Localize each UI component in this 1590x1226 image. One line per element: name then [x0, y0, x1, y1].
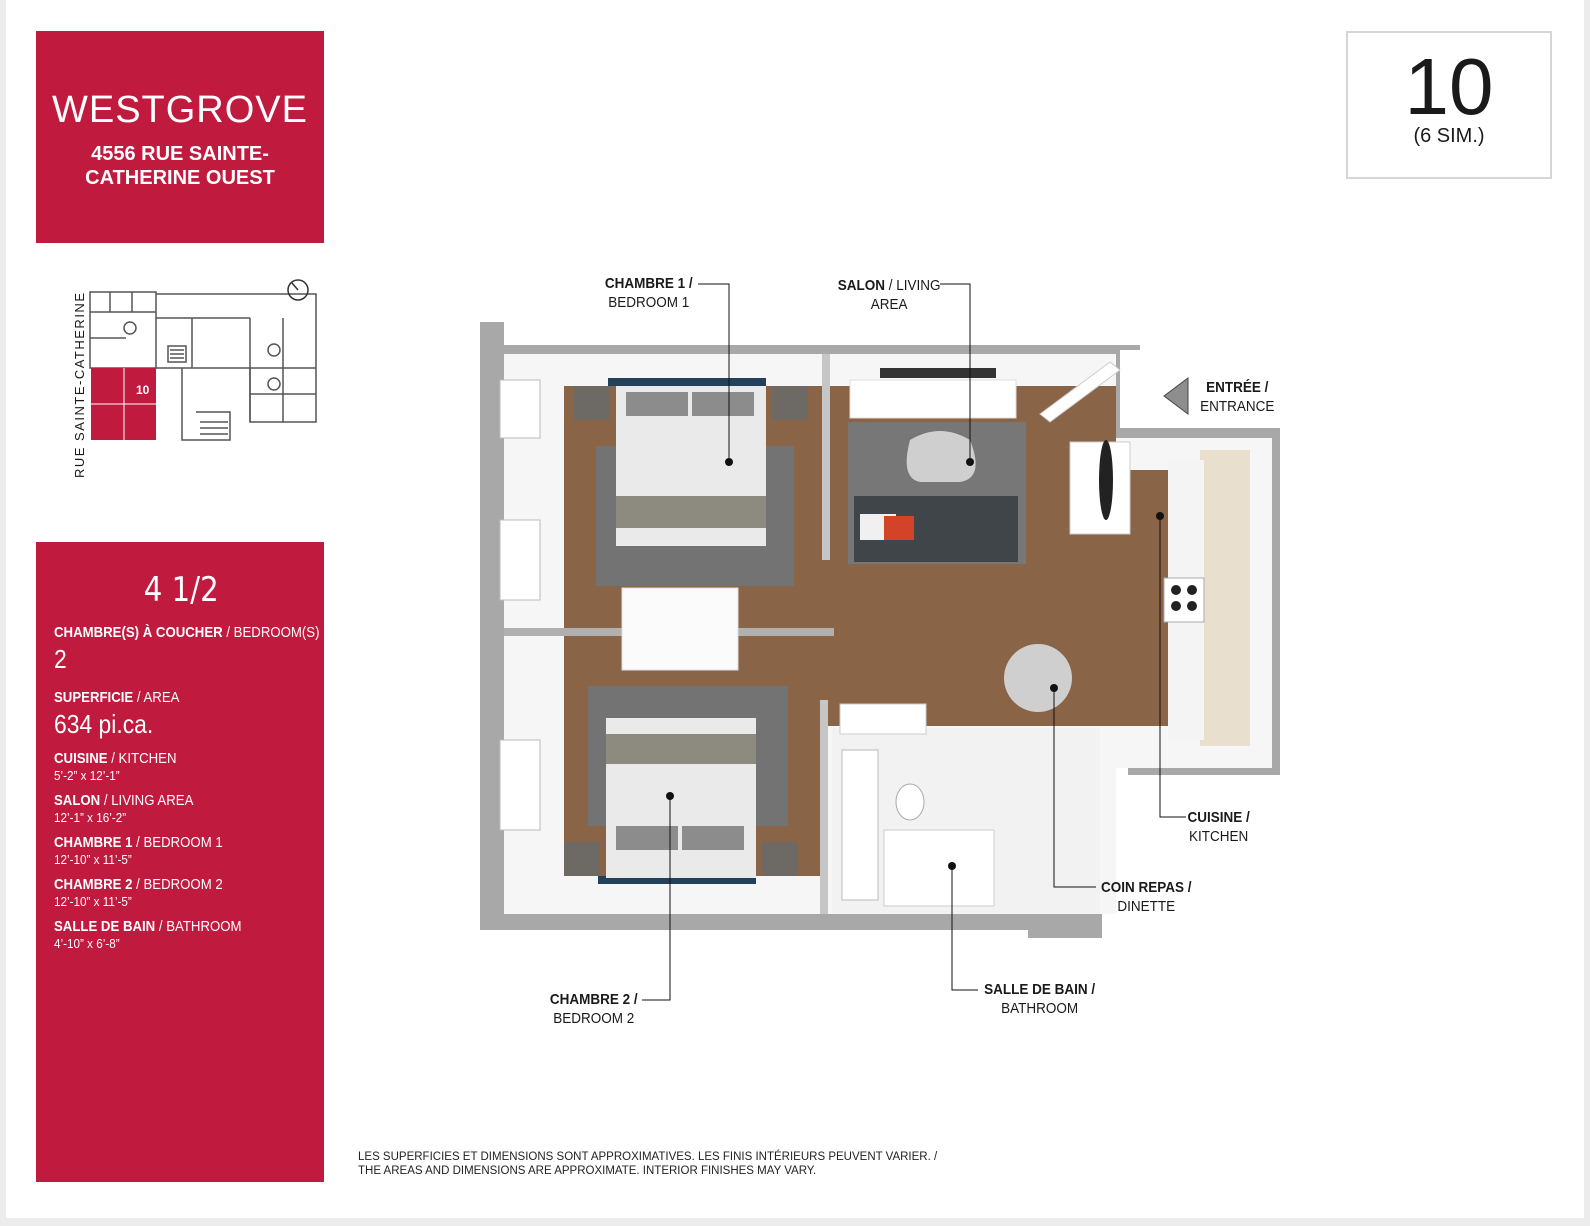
kitchen-counter — [1200, 450, 1250, 746]
room-living-label: SALON / LIVING AREA — [54, 792, 194, 809]
coffee-table — [906, 431, 976, 482]
callout-dinette: COIN REPAS /DINETTE — [1101, 879, 1192, 915]
room-bathroom-label: SALLE DE BAIN / BATHROOM — [54, 918, 242, 935]
room-kitchen-dim: 5’-2” x 12’-1” — [54, 768, 120, 783]
room-bathroom-dim: 4’-10” x 6’-8” — [54, 936, 120, 951]
unit-type: 4 1/2 — [143, 570, 219, 610]
address-line-1: 4556 RUE SAINTE- — [91, 143, 269, 165]
callout-bathroom: SALLE DE BAIN /BATHROOM — [984, 981, 1096, 1017]
tv-console — [849, 379, 1017, 419]
area-value: 634 pi.ca. — [54, 709, 154, 739]
callout-bedroom1: CHAMBRE 1 /BEDROOM 1 — [604, 275, 693, 311]
callout-bedroom2: CHAMBRE 2 /BEDROOM 2 — [549, 991, 638, 1027]
floor-plan-drawing — [480, 322, 1280, 938]
dining-table — [1004, 644, 1072, 712]
building-name: WESTGROVE — [51, 89, 309, 131]
bathtub — [883, 829, 995, 907]
bedrooms-label: CHAMBRE(S) À COUCHER / BEDROOM(S) — [54, 624, 320, 641]
keyplan-unit-label: 10 — [136, 383, 150, 397]
room-bedroom2-label: CHAMBRE 2 / BEDROOM 2 — [54, 876, 223, 893]
bedrooms-value: 2 — [54, 644, 67, 674]
building-title-box: WESTGROVE 4556 RUE SAINTE- CATHERINE OUE… — [36, 31, 324, 243]
building-address: 4556 RUE SAINTE- CATHERINE OUEST — [36, 142, 324, 190]
toilet — [895, 783, 925, 821]
unit-number: 10 — [1404, 42, 1494, 131]
room-bedroom1-label: CHAMBRE 1 / BEDROOM 1 — [54, 834, 223, 851]
key-plan: 10 — [89, 279, 317, 441]
callout-entrance: ENTRÉE /ENTRANCE — [1200, 379, 1275, 415]
stove — [1163, 577, 1205, 623]
disclaimer-line-fr: LES SUPERFICIES ET DIMENSIONS SONT APPRO… — [358, 1151, 938, 1163]
disclaimer-line-en: THE AREAS AND DIMENSIONS ARE APPROXIMATE… — [358, 1165, 817, 1177]
room-living-dim: 12’-1” x 16’-2” — [54, 810, 127, 825]
north-compass-icon — [287, 279, 309, 301]
room-kitchen-label: CUISINE / KITCHEN — [54, 750, 177, 767]
unit-sim: (6 SIM.) — [1413, 125, 1485, 147]
area-label: SUPERFICIE / AREA — [54, 689, 180, 706]
room-bedroom2-dim: 12’-10” x 11’-5” — [54, 894, 132, 909]
unit-specs-box: 4 1/2 CHAMBRE(S) À COUCHER / BEDROOM(S) … — [36, 542, 324, 1182]
disclaimer: LES SUPERFICIES ET DIMENSIONS SONT APPRO… — [358, 1150, 937, 1178]
address-line-2: CATHERINE OUEST — [85, 167, 275, 189]
unit-number-box: 10 (6 SIM.) — [1346, 31, 1552, 179]
tv — [880, 368, 996, 378]
room-bedroom1-dim: 12’-10” x 11’-5” — [54, 852, 132, 867]
callout-kitchen: CUISINE /KITCHEN — [1187, 809, 1250, 845]
